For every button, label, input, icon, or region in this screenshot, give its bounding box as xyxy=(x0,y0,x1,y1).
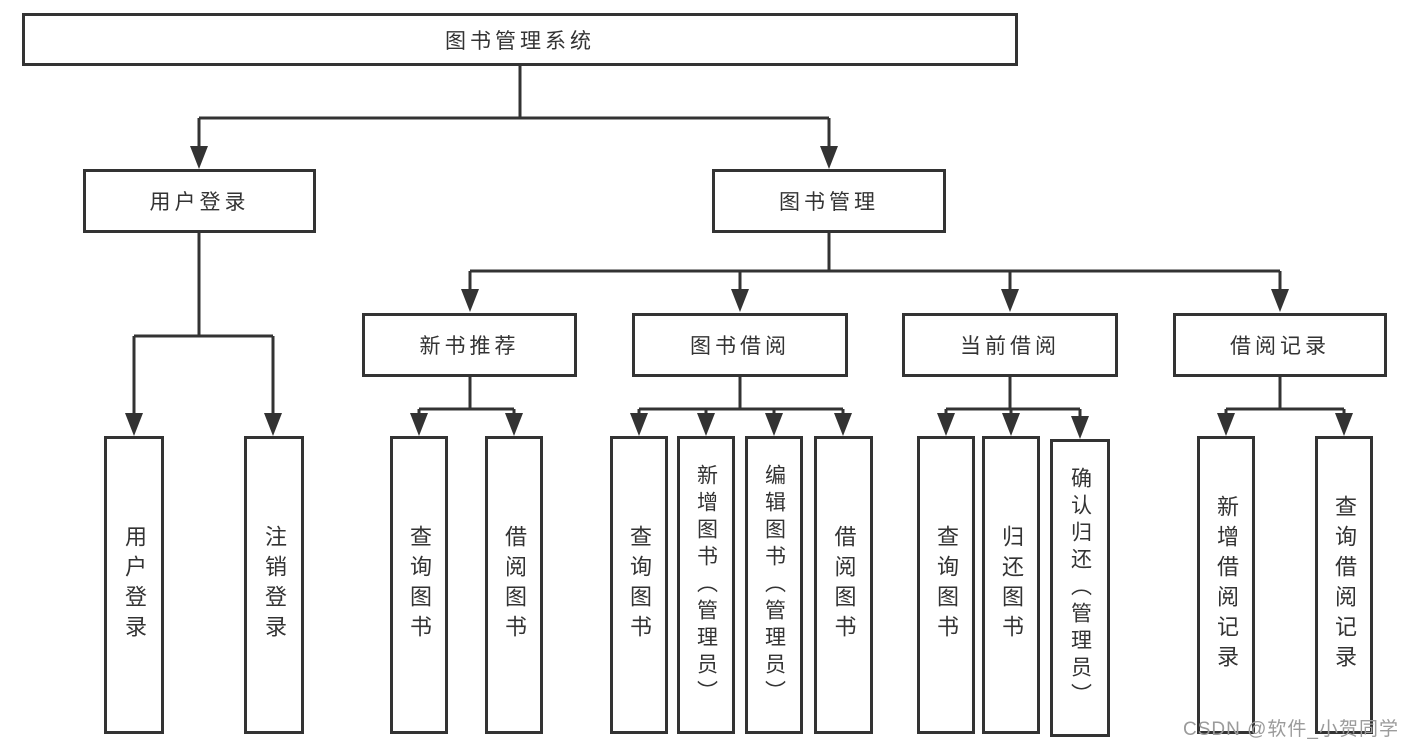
node-leaf-query-books-borrow: 查询图书 xyxy=(610,436,668,734)
node-book-management: 图书管理 xyxy=(712,169,946,233)
node-label: 查询图书 xyxy=(627,525,652,645)
node-label: 新增借阅记录 xyxy=(1214,495,1239,675)
node-new-book-recommend: 新书推荐 xyxy=(362,313,577,377)
node-library-management-system: 图书管理系统 xyxy=(22,13,1018,66)
node-leaf-user-login: 用户登录 xyxy=(104,436,164,734)
node-leaf-edit-books-admin: 编辑图书（管理员） xyxy=(745,436,803,734)
node-leaf-borrow-books-recommend: 借阅图书 xyxy=(485,436,543,734)
node-leaf-query-books-recommend: 查询图书 xyxy=(390,436,448,734)
node-label: 当前借阅 xyxy=(960,335,1060,358)
node-label: 借阅图书 xyxy=(831,525,857,645)
node-leaf-confirm-return-admin: 确认归还（管理员） xyxy=(1050,439,1110,737)
node-label: 查询图书 xyxy=(934,525,959,645)
node-leaf-add-borrow-record: 新增借阅记录 xyxy=(1197,436,1255,734)
node-label: 归还图书 xyxy=(999,525,1024,645)
node-leaf-query-borrow-record: 查询借阅记录 xyxy=(1315,436,1373,734)
node-label: 查询借阅记录 xyxy=(1332,495,1357,675)
node-label: 查询图书 xyxy=(407,525,432,645)
node-label: 图书借阅 xyxy=(690,335,790,358)
node-label: 用户登录 xyxy=(149,191,250,214)
node-label: 用户登录 xyxy=(122,525,147,645)
node-borrow-records: 借阅记录 xyxy=(1173,313,1387,377)
watermark: CSDN @软件_小贺同学 xyxy=(1183,719,1399,740)
node-leaf-query-books-current: 查询图书 xyxy=(917,436,975,734)
node-leaf-logout: 注销登录 xyxy=(244,436,304,734)
node-leaf-add-books-admin: 新增图书（管理员） xyxy=(677,436,735,734)
node-label: 编辑图书（管理员） xyxy=(762,463,786,707)
node-label: 图书管理系统 xyxy=(445,29,595,53)
node-label: 新书推荐 xyxy=(419,335,520,358)
node-leaf-borrow-books-borrow: 借阅图书 xyxy=(814,436,873,734)
node-label: 确认归还（管理员） xyxy=(1068,466,1092,710)
node-current-borrow: 当前借阅 xyxy=(902,313,1118,377)
node-label: 新增图书（管理员） xyxy=(694,463,718,707)
node-leaf-return-books: 归还图书 xyxy=(982,436,1040,734)
node-label: 图书管理 xyxy=(779,191,879,214)
node-label: 借阅记录 xyxy=(1230,335,1330,358)
arrowheads xyxy=(125,146,1353,439)
node-user-login-module: 用户登录 xyxy=(83,169,316,233)
node-label: 注销登录 xyxy=(262,525,287,645)
node-label: 借阅图书 xyxy=(502,525,527,645)
node-book-borrow: 图书借阅 xyxy=(632,313,848,377)
